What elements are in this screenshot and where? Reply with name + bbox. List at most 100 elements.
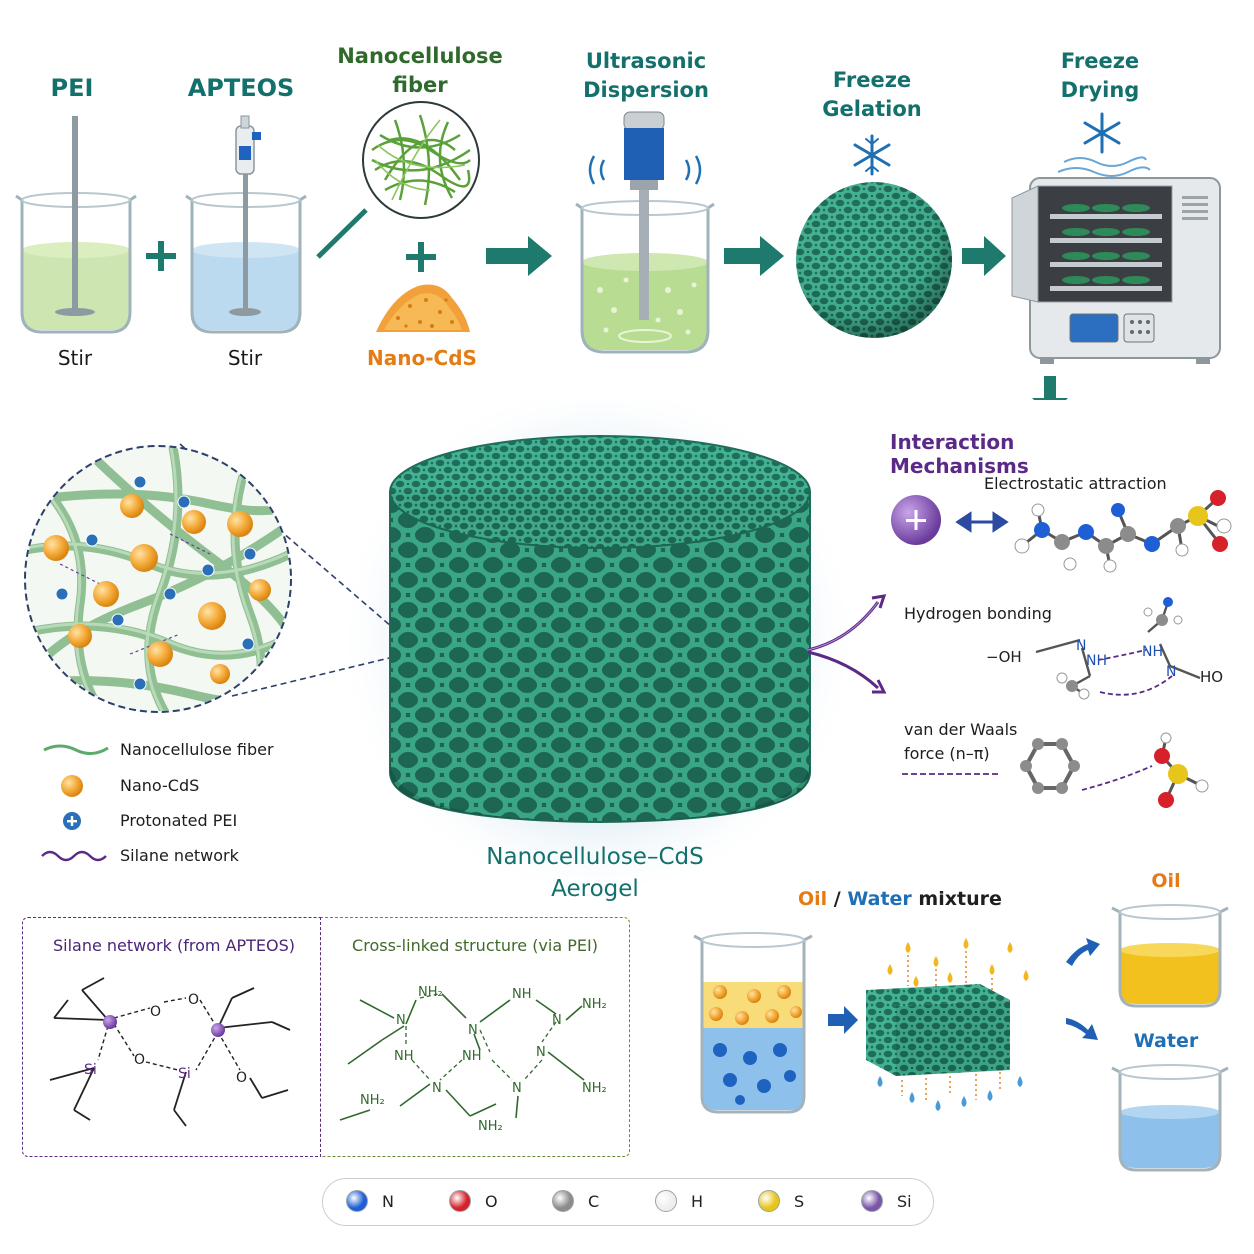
freeze-dryer-machine	[1011, 177, 1221, 364]
crosslink-structure: NH₂ NH NH₂ N N N NH NH N N N NH₂ NH₂ NH₂	[339, 985, 607, 1134]
label-apteos: APTEOS	[187, 74, 295, 102]
pei-nh2-3: NH₂	[582, 1081, 607, 1096]
element-key-item: S	[758, 1190, 804, 1212]
hbond-label: Hydrogen bonding	[904, 604, 1052, 623]
double-arrow-icon	[955, 511, 1009, 533]
legend-fiber-label: Nanocellulose fiber	[120, 740, 274, 759]
hbond-nh-b: NH	[1142, 644, 1163, 660]
pei-nh2-1: NH₂	[418, 985, 443, 1000]
element-color-dot	[449, 1190, 471, 1212]
pei-nh2-5: NH₂	[478, 1119, 503, 1134]
plus-icon	[406, 242, 436, 272]
arrow-icon	[1066, 938, 1100, 966]
silane-structure: O O O O Si Si	[49, 977, 291, 1127]
silane-o-3: O	[134, 1052, 145, 1068]
oil-beaker	[1111, 904, 1229, 1008]
benzene-ring	[1020, 738, 1080, 794]
silane-box-title: Silane network (from APTEOS)	[52, 936, 295, 955]
molecule-hbond	[1035, 597, 1201, 700]
hbond-n-b: N	[1166, 664, 1176, 680]
silane-si-2: Si	[178, 1066, 191, 1082]
silane-network-box	[22, 917, 321, 1157]
legend-symbols	[41, 744, 109, 862]
label-freeze-drying-line1: Freeze	[1060, 49, 1140, 73]
arrow-icon	[828, 1006, 858, 1034]
nano-cds-powder-icon	[376, 284, 470, 332]
mechanisms-title: Interaction Mechanisms	[890, 430, 1029, 478]
element-symbol: N	[382, 1191, 394, 1211]
silane-o-1: O	[150, 1004, 161, 1020]
vdw-label-line1: van der Waals	[904, 720, 1018, 739]
slash-divider	[316, 208, 368, 259]
beaker-pei	[15, 116, 137, 334]
hbond-n-a: N	[1076, 638, 1086, 654]
pei-n-1: N	[396, 1013, 406, 1028]
fiber-legend-icon	[43, 744, 109, 755]
pei-nh2-4: NH₂	[360, 1093, 385, 1108]
zoom-detail-circle	[24, 445, 292, 713]
aerogel-cylinder	[389, 435, 811, 824]
pei-n-6: N	[512, 1081, 522, 1096]
silane-o-2: O	[188, 992, 199, 1008]
legend-silane-label: Silane network	[120, 846, 239, 865]
aerogel-title-line2: Aerogel	[551, 876, 639, 902]
element-color-dot	[346, 1190, 368, 1212]
silane-si-1: Si	[84, 1062, 97, 1078]
element-key-item: H	[655, 1190, 703, 1212]
positive-ion-icon	[891, 495, 941, 545]
beaker-ultrasonic	[575, 111, 715, 354]
water-beaker	[1111, 1064, 1229, 1172]
element-key-item: N	[346, 1190, 394, 1212]
label-pei: PEI	[50, 74, 94, 102]
arrow-icon	[724, 236, 784, 276]
element-key-item: O	[449, 1190, 498, 1212]
cds-legend-icon	[61, 775, 83, 797]
label-stir-2: Stir	[227, 346, 263, 370]
snowflake-icon	[1083, 112, 1121, 154]
separation-graphic	[693, 904, 1229, 1172]
element-key-items: N O C H S Si	[322, 1178, 932, 1224]
down-arrow-icon	[1032, 376, 1068, 400]
water-output-label: Water	[1133, 1030, 1199, 1052]
legend-pei-label: Protonated PEI	[120, 811, 238, 830]
box-divider	[320, 917, 321, 1157]
element-key	[322, 1178, 934, 1226]
label-nanocellulose-line2: fiber	[392, 73, 448, 97]
arrow-icon	[1066, 1018, 1098, 1040]
legend: Nanocellulose fiber Nano-CdS Protonated …	[40, 736, 340, 876]
mechanisms-graphic: −OH N NH NH N HO	[807, 490, 1232, 808]
pei-nh-2: NH	[394, 1049, 414, 1064]
element-color-dot	[758, 1190, 780, 1212]
element-key-item: C	[552, 1190, 599, 1212]
snowflake-icon	[853, 134, 891, 176]
mixture-oil-word: Oil	[798, 888, 828, 910]
aerogel-filter-block	[866, 984, 1010, 1076]
mixture-word: mixture	[911, 888, 1002, 910]
process-flow-graphic	[15, 101, 1221, 400]
element-symbol: C	[588, 1191, 600, 1211]
label-ultrasonic-line2: Dispersion	[583, 78, 709, 102]
label-nanocellulose-line1: Nanocellulose	[337, 44, 503, 68]
pei-nh2-2: NH₂	[582, 997, 607, 1012]
vapor-waves	[1057, 156, 1151, 177]
silane-legend-icon	[41, 850, 107, 862]
element-symbol: Si	[897, 1191, 912, 1211]
mixture-beaker	[693, 932, 813, 1114]
sulfonate-molecule	[1154, 732, 1209, 808]
plus-icon	[146, 241, 176, 271]
beaker-apteos	[185, 115, 307, 334]
element-symbol: S	[794, 1191, 805, 1211]
branch-arrows	[807, 594, 887, 694]
element-color-dot	[861, 1190, 883, 1212]
plus-icon	[67, 816, 77, 826]
water-droplets	[877, 1076, 1023, 1111]
vdw-label-line2: force (n–π)	[904, 744, 990, 763]
pei-nh-3: NH	[462, 1049, 482, 1064]
pei-n-2: N	[468, 1023, 478, 1038]
element-symbol: O	[485, 1191, 498, 1211]
oil-droplets	[887, 938, 1029, 987]
element-key-item: Si	[861, 1190, 912, 1212]
crosslink-box-title: Cross-linked structure (via PEI)	[352, 936, 598, 955]
hbond-ho: HO	[1200, 668, 1223, 686]
oil-water-mixture-label: Oil / Water mixture	[798, 888, 1002, 910]
